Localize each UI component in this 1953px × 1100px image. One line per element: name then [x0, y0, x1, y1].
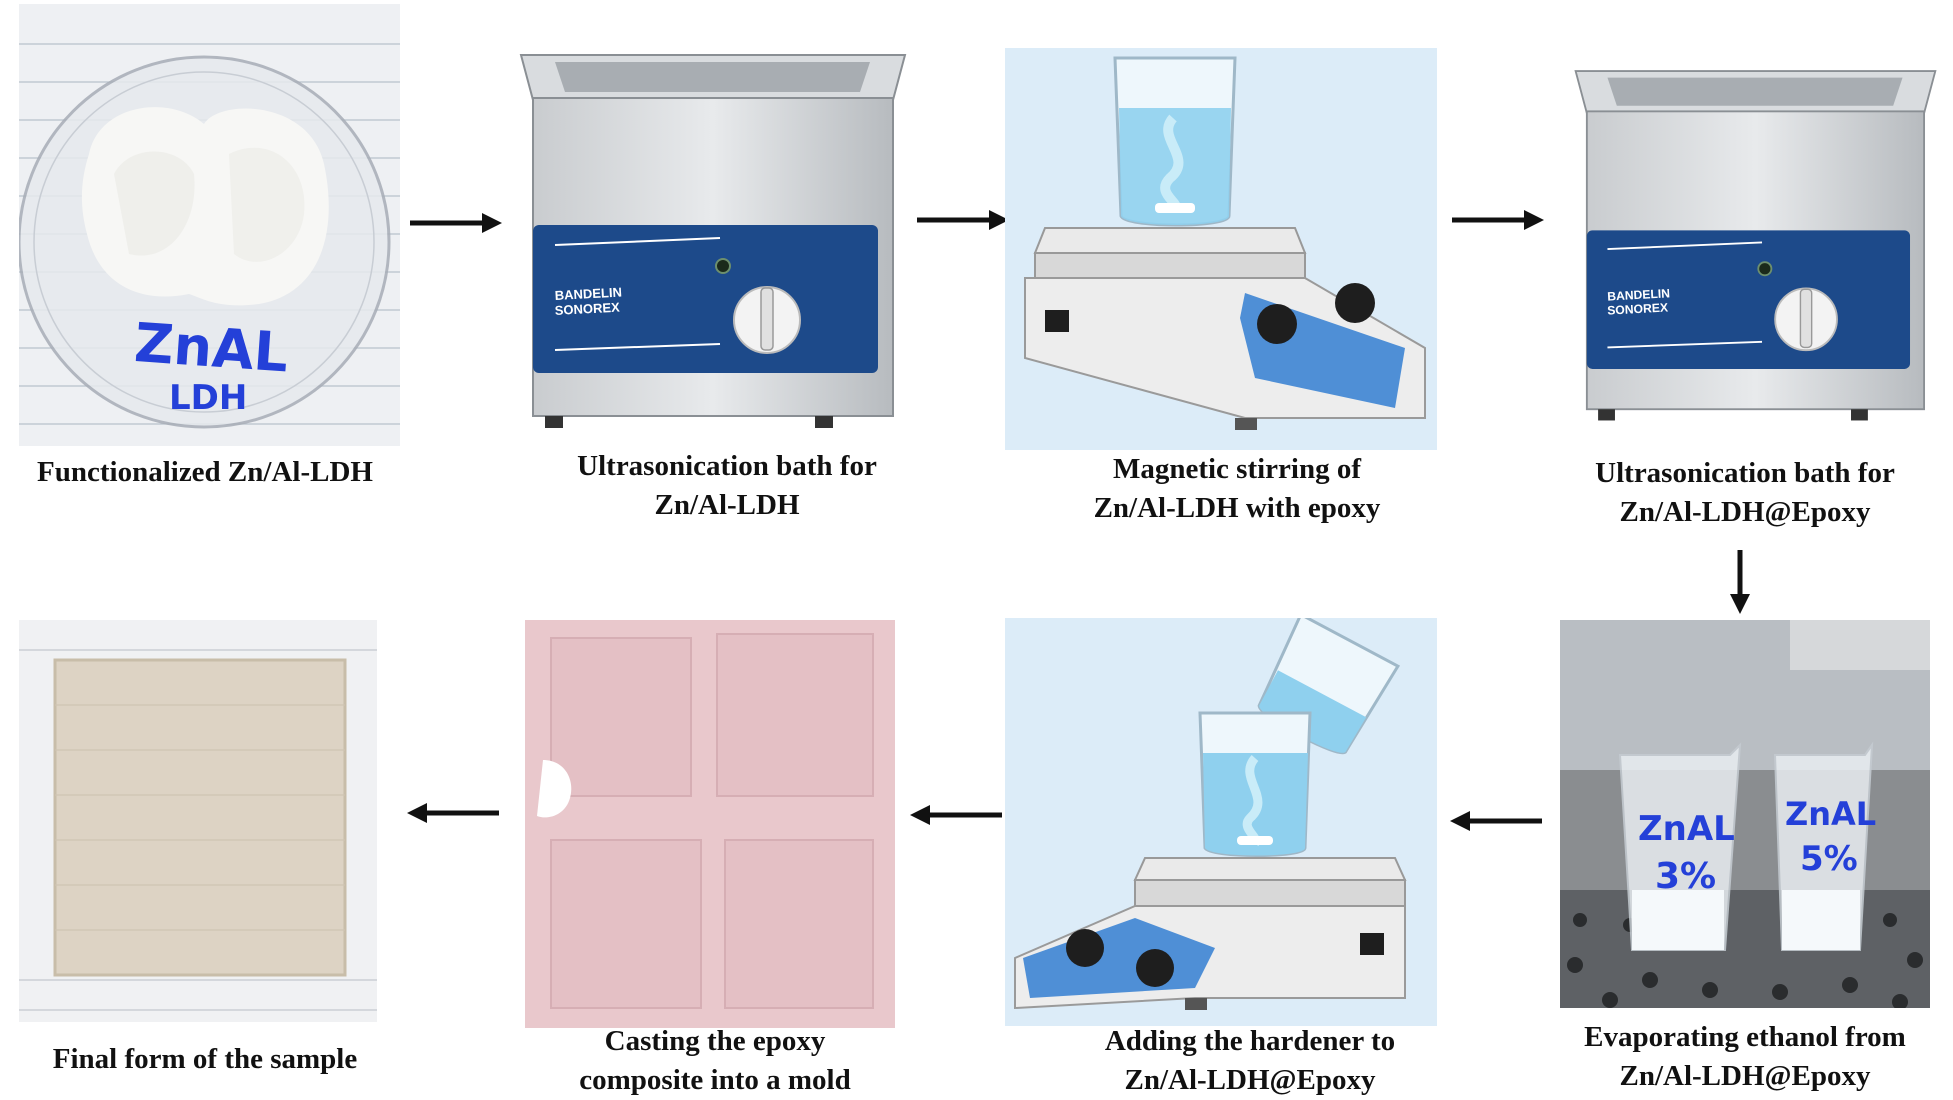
- adding-hardener-illustration: [1005, 618, 1437, 1026]
- caption-step-7: Casting the epoxy composite into a mold: [520, 1022, 910, 1100]
- beaker-left-label-line1: ZnAL: [1638, 809, 1735, 849]
- caption-step-2: Ultrasonication bath for Zn/Al-LDH: [532, 447, 922, 525]
- arrow-step6-to-step7: [908, 802, 1004, 828]
- caption-step-4-line-2: Zn/Al-LDH@Epoxy: [1619, 496, 1871, 528]
- ultrasonic-bath-illustration-2: BANDELIN SONOREX: [1570, 35, 1940, 435]
- caption-step-5-line-1: Evaporating ethanol from: [1584, 1021, 1906, 1053]
- ultrasonic-bath-illustration-1: BANDELIN SONOREX: [515, 30, 910, 430]
- epoxy-mold-photo: [525, 620, 895, 1028]
- caption-step-3-line-2: Zn/Al-LDH with epoxy: [1093, 492, 1381, 524]
- caption-step-7-line-2: composite into a mold: [579, 1064, 851, 1096]
- caption-step-4-line-1: Ultrasonication bath for: [1595, 457, 1895, 489]
- caption-step-5: Evaporating ethanol from Zn/Al-LDH@Epoxy: [1545, 1018, 1945, 1096]
- caption-step-2-line-2: Zn/Al-LDH: [654, 489, 800, 521]
- beakers-evaporation-photo: ZnAL 3% ZnAL 5%: [1560, 620, 1930, 1008]
- arrow-step1-to-step2: [408, 210, 504, 236]
- caption-step-1-line-1: Functionalized Zn/Al-LDH: [37, 456, 373, 488]
- magnetic-stirrer-illustration: [1005, 48, 1437, 450]
- caption-step-6-line-2: Zn/Al-LDH@Epoxy: [1124, 1064, 1376, 1096]
- beaker-right-label-line2: 5%: [1800, 839, 1858, 879]
- petri-label-line1: ZnAL: [133, 311, 291, 385]
- arrow-step3-to-step4: [1450, 207, 1546, 233]
- caption-step-1: Functionalized Zn/Al-LDH: [0, 453, 410, 492]
- caption-step-7-line-1: Casting the epoxy: [604, 1025, 826, 1057]
- arrow-step5-to-step6: [1448, 808, 1544, 834]
- caption-step-2-line-1: Ultrasonication bath for: [577, 450, 877, 482]
- caption-step-4: Ultrasonication bath for Zn/Al-LDH@Epoxy: [1545, 454, 1945, 532]
- caption-step-6-line-1: Adding the hardener to: [1104, 1025, 1396, 1057]
- arrow-step4-to-step5: [1727, 548, 1753, 616]
- caption-step-3-line-1: Magnetic stirring of: [1112, 453, 1362, 485]
- bath-brand-line2-b: SONOREX: [1607, 300, 1668, 317]
- caption-step-5-line-2: Zn/Al-LDH@Epoxy: [1619, 1060, 1871, 1092]
- petri-dish-photo: ZnAL LDH: [19, 4, 400, 446]
- arrow-step7-to-step8: [405, 800, 501, 826]
- beaker-left-label-line2: 3%: [1655, 856, 1716, 897]
- caption-step-6: Adding the hardener to Zn/Al-LDH@Epoxy: [1050, 1022, 1450, 1100]
- caption-step-8: Final form of the sample: [0, 1040, 410, 1079]
- caption-step-8-line-1: Final form of the sample: [52, 1043, 358, 1075]
- caption-step-3: Magnetic stirring of Zn/Al-LDH with epox…: [1047, 450, 1427, 528]
- bath-brand-line2-a: SONOREX: [554, 300, 620, 318]
- arrow-step2-to-step3: [915, 207, 1011, 233]
- bath-brand-line1-b: BANDELIN: [1607, 286, 1670, 303]
- final-sample-photo: [19, 620, 377, 1022]
- beaker-right-label-line1: ZnAL: [1785, 795, 1876, 833]
- petri-label-line2: LDH: [169, 378, 247, 418]
- bath-brand-line1-a: BANDELIN: [554, 285, 622, 303]
